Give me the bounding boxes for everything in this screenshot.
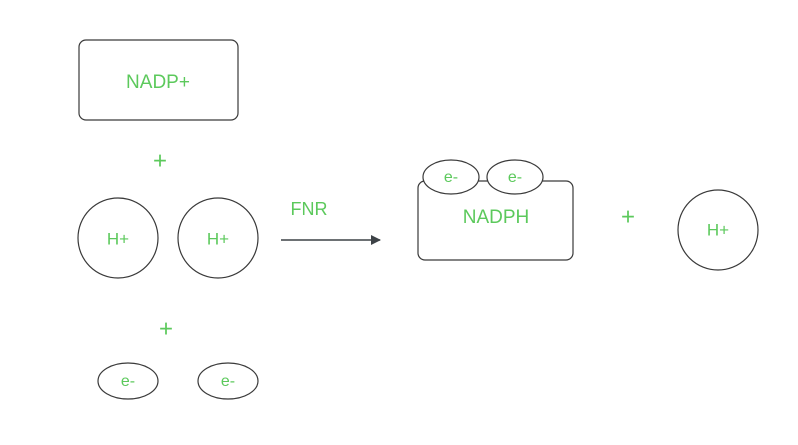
nadph-electron-2: e- [486, 159, 544, 195]
plus-sign-3: + [621, 203, 635, 230]
enzyme-label-fnr: FNR [291, 199, 328, 219]
electron-label-2: e- [221, 373, 235, 390]
nadp-label: NADP+ [126, 72, 190, 93]
nadph-box: NADPH [417, 180, 574, 261]
proton-label-1: H+ [107, 229, 129, 248]
nadph-electron-1: e- [422, 159, 480, 195]
electron-ellipse-1: e- [97, 362, 159, 400]
proton-circle-2: H+ [177, 197, 259, 279]
plus-sign-1: + [153, 147, 167, 174]
proton-label-3: H+ [707, 220, 729, 239]
plus-sign-2: + [159, 315, 173, 342]
nadph-electron-label-2: e- [508, 169, 522, 186]
proton-label-2: H+ [207, 229, 229, 248]
proton-circle-1: H+ [77, 197, 159, 279]
electron-label-1: e- [121, 373, 135, 390]
nadph-label: NADPH [463, 207, 530, 228]
nadph-electron-label-1: e- [444, 169, 458, 186]
electron-ellipse-2: e- [197, 362, 259, 400]
proton-circle-3: H+ [677, 189, 759, 271]
nadp-box: NADP+ [78, 39, 239, 121]
